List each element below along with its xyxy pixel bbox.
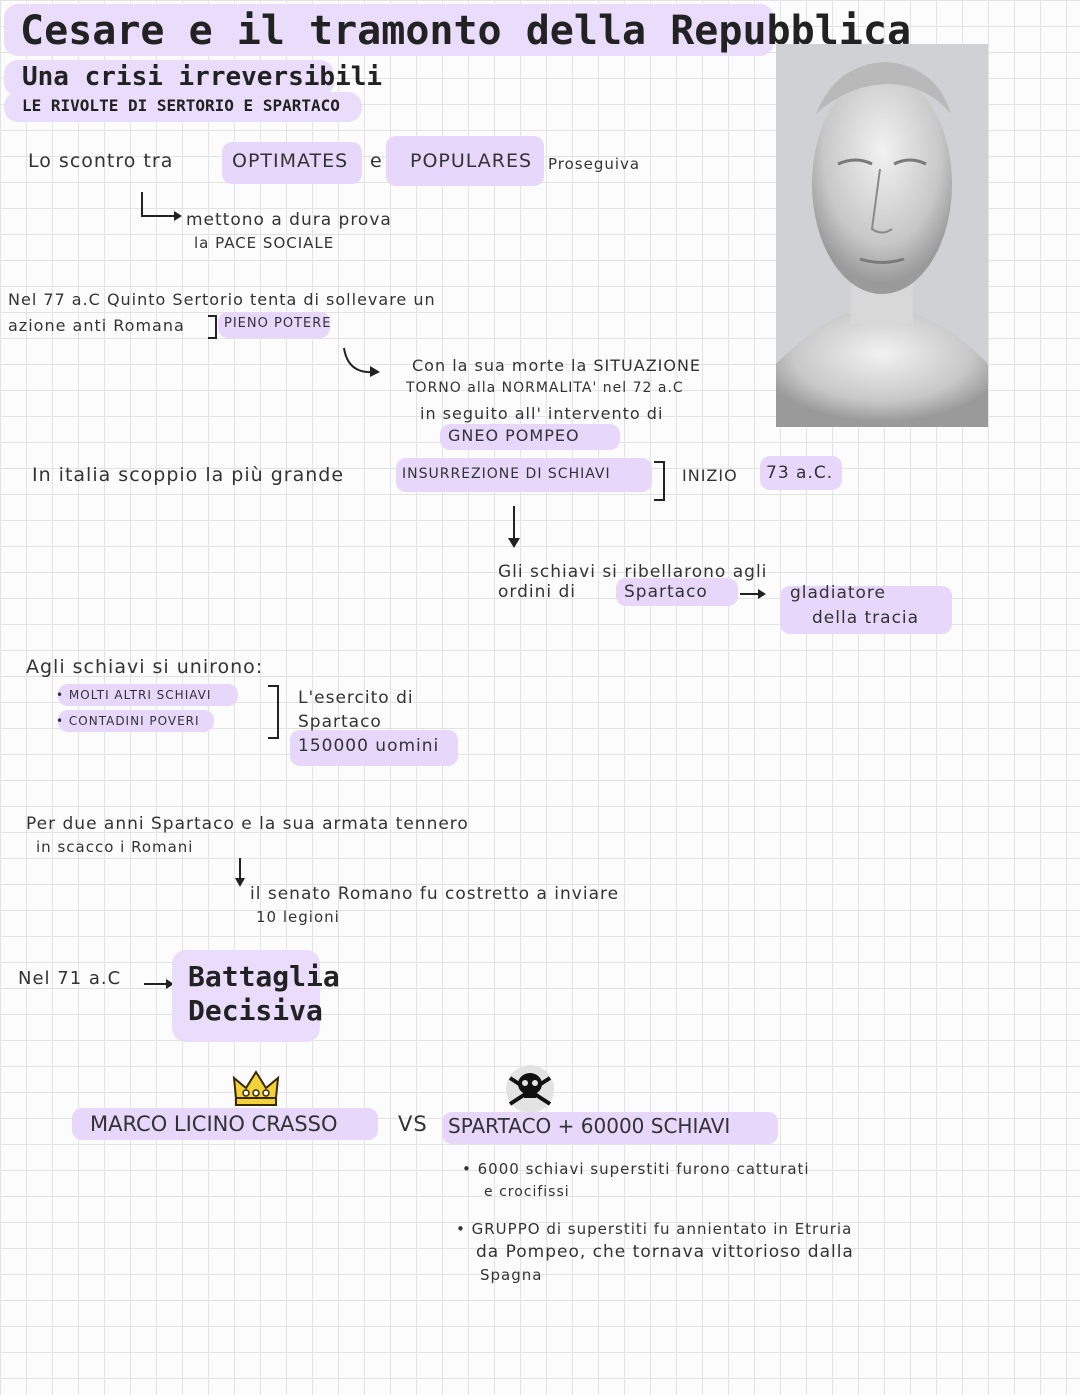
skull-crossbones-icon: [498, 1064, 562, 1118]
gladiatore-line-1: gladiatore: [790, 583, 887, 603]
slaves-line-2: ordini di: [498, 582, 577, 602]
outcome-2: • GRUPPO di superstiti fu annientato in …: [456, 1220, 853, 1238]
insurrection-line: In italia scoppio la più grande: [32, 464, 345, 486]
joined-heading: Agli schiavi si unirono:: [26, 656, 264, 678]
optimates-highlight: [222, 142, 362, 184]
bullet-1: • MOLTI ALTRI SCHIAVI: [56, 688, 212, 702]
slaves-line-1: Gli schiavi si ribellarono agli: [498, 562, 768, 582]
bullet-2-highlight: [58, 710, 214, 732]
bracket-icon: [206, 314, 220, 344]
vs-label: VS: [398, 1112, 428, 1136]
death-line-1: Con la sua morte la SITUAZIONE: [412, 356, 702, 375]
outcome-1: • 6000 schiavi superstiti furono cattura…: [462, 1160, 810, 1178]
right-arrow-icon: [738, 586, 768, 602]
senate-line-1: il senato Romano fu costretto a inviare: [250, 884, 620, 904]
pieno-potere-highlight: [218, 312, 330, 338]
spartaco-army-highlight: [442, 1112, 778, 1144]
proseguiva-label: Proseguiva: [548, 155, 641, 173]
army-highlight: [290, 730, 458, 766]
two-years-line-1: Per due anni Spartaco e la sua armata te…: [26, 814, 469, 834]
section-heading: LE RIVOLTE DI SERTORIO E SPARTACO: [22, 96, 340, 115]
death-line-2: TORNO alla NORMALITA' nel 72 a.C: [406, 380, 684, 396]
caesar-bust-image: [776, 44, 988, 427]
section-highlight: [4, 92, 362, 122]
bracket-icon-2: [652, 460, 668, 508]
crasso-highlight: [72, 1108, 378, 1140]
year-73-label: 73 a.C.: [766, 463, 834, 483]
crown-icon: [232, 1068, 280, 1112]
page-title: Cesare e il tramonto della Repubblica: [20, 8, 912, 54]
outcome-2-line-3: Spagna: [480, 1266, 543, 1284]
sertorio-line-2: azione anti Romana: [8, 316, 185, 335]
insurrezione-highlight: [396, 458, 652, 492]
outcome-2-line-2: da Pompeo, che tornava vittorioso dalla: [476, 1242, 854, 1262]
populares-highlight: [386, 136, 544, 186]
optimates-label: OPTIMATES: [232, 150, 349, 172]
subtitle-highlight: [4, 60, 334, 96]
result-line-1: mettono a dura prova: [186, 210, 392, 230]
down-arrow-icon-2: [232, 856, 248, 890]
insurrezione-label: INSURREZIONE DI SCHIAVI: [402, 466, 611, 482]
title-highlight: [4, 4, 774, 56]
sertorio-line-1: Nel 77 a.C Quinto Sertorio tenta di soll…: [8, 290, 436, 309]
page-subtitle: Una crisi irreversibili: [22, 62, 383, 92]
curved-arrow-icon: [340, 346, 384, 382]
elbow-arrow-icon: [136, 190, 186, 226]
year-highlight: [760, 456, 842, 490]
right-arrow-icon-2: [142, 976, 176, 992]
gneo-pompeo-label: GNEO POMPEO: [448, 426, 580, 445]
two-years-line-2: in scacco i Romani: [36, 838, 194, 856]
outcome-1-line-1: 6000 schiavi superstiti furono catturati: [477, 1160, 810, 1178]
bullet-1-highlight: [58, 684, 238, 706]
battle-highlight: [172, 950, 320, 1042]
bullet-2: • CONTADINI POVERI: [56, 714, 200, 728]
conflict-line: Lo scontro tra: [28, 150, 174, 172]
spartaco-label: Spartaco: [624, 582, 708, 602]
spartaco-highlight: [616, 578, 738, 606]
bracket-icon-3: [266, 684, 282, 746]
gladiatore-highlight: [780, 586, 952, 634]
outcome-1-line-2: e crocifissi: [484, 1184, 570, 1200]
down-arrow-icon: [504, 504, 524, 550]
outcome-2-line-1: GRUPPO di superstiti fu annientato in Et…: [471, 1220, 853, 1238]
army-line-2: Spartaco: [298, 712, 382, 732]
bullet-2-text: CONTADINI POVERI: [68, 714, 200, 728]
spartaco-army-label: SPARTACO + 60000 SCHIAVI: [448, 1114, 731, 1138]
crasso-label: MARCO LICINO CRASSO: [90, 1112, 338, 1136]
bullet-1-text: MOLTI ALTRI SCHIAVI: [68, 688, 212, 702]
populares-label: POPULARES: [410, 150, 533, 172]
result-line-2: la PACE SOCIALE: [194, 234, 335, 252]
year-71-label: Nel 71 a.C: [18, 968, 122, 989]
death-line-3: in seguito all' intervento di: [420, 404, 664, 423]
army-line-1: L'esercito di: [298, 688, 414, 708]
battle-line-1: Battaglia: [188, 960, 340, 993]
battle-line-2: Decisiva: [188, 994, 323, 1027]
pieno-potere-label: PIENO POTERE: [224, 316, 332, 331]
pompeo-highlight: [440, 424, 620, 450]
army-line-3: 150000 uomini: [298, 736, 440, 756]
senate-line-2: 10 legioni: [256, 908, 340, 926]
gladiatore-line-2: della tracia: [812, 608, 920, 628]
inizio-label: INIZIO: [682, 466, 738, 485]
and-label: e: [370, 150, 383, 172]
